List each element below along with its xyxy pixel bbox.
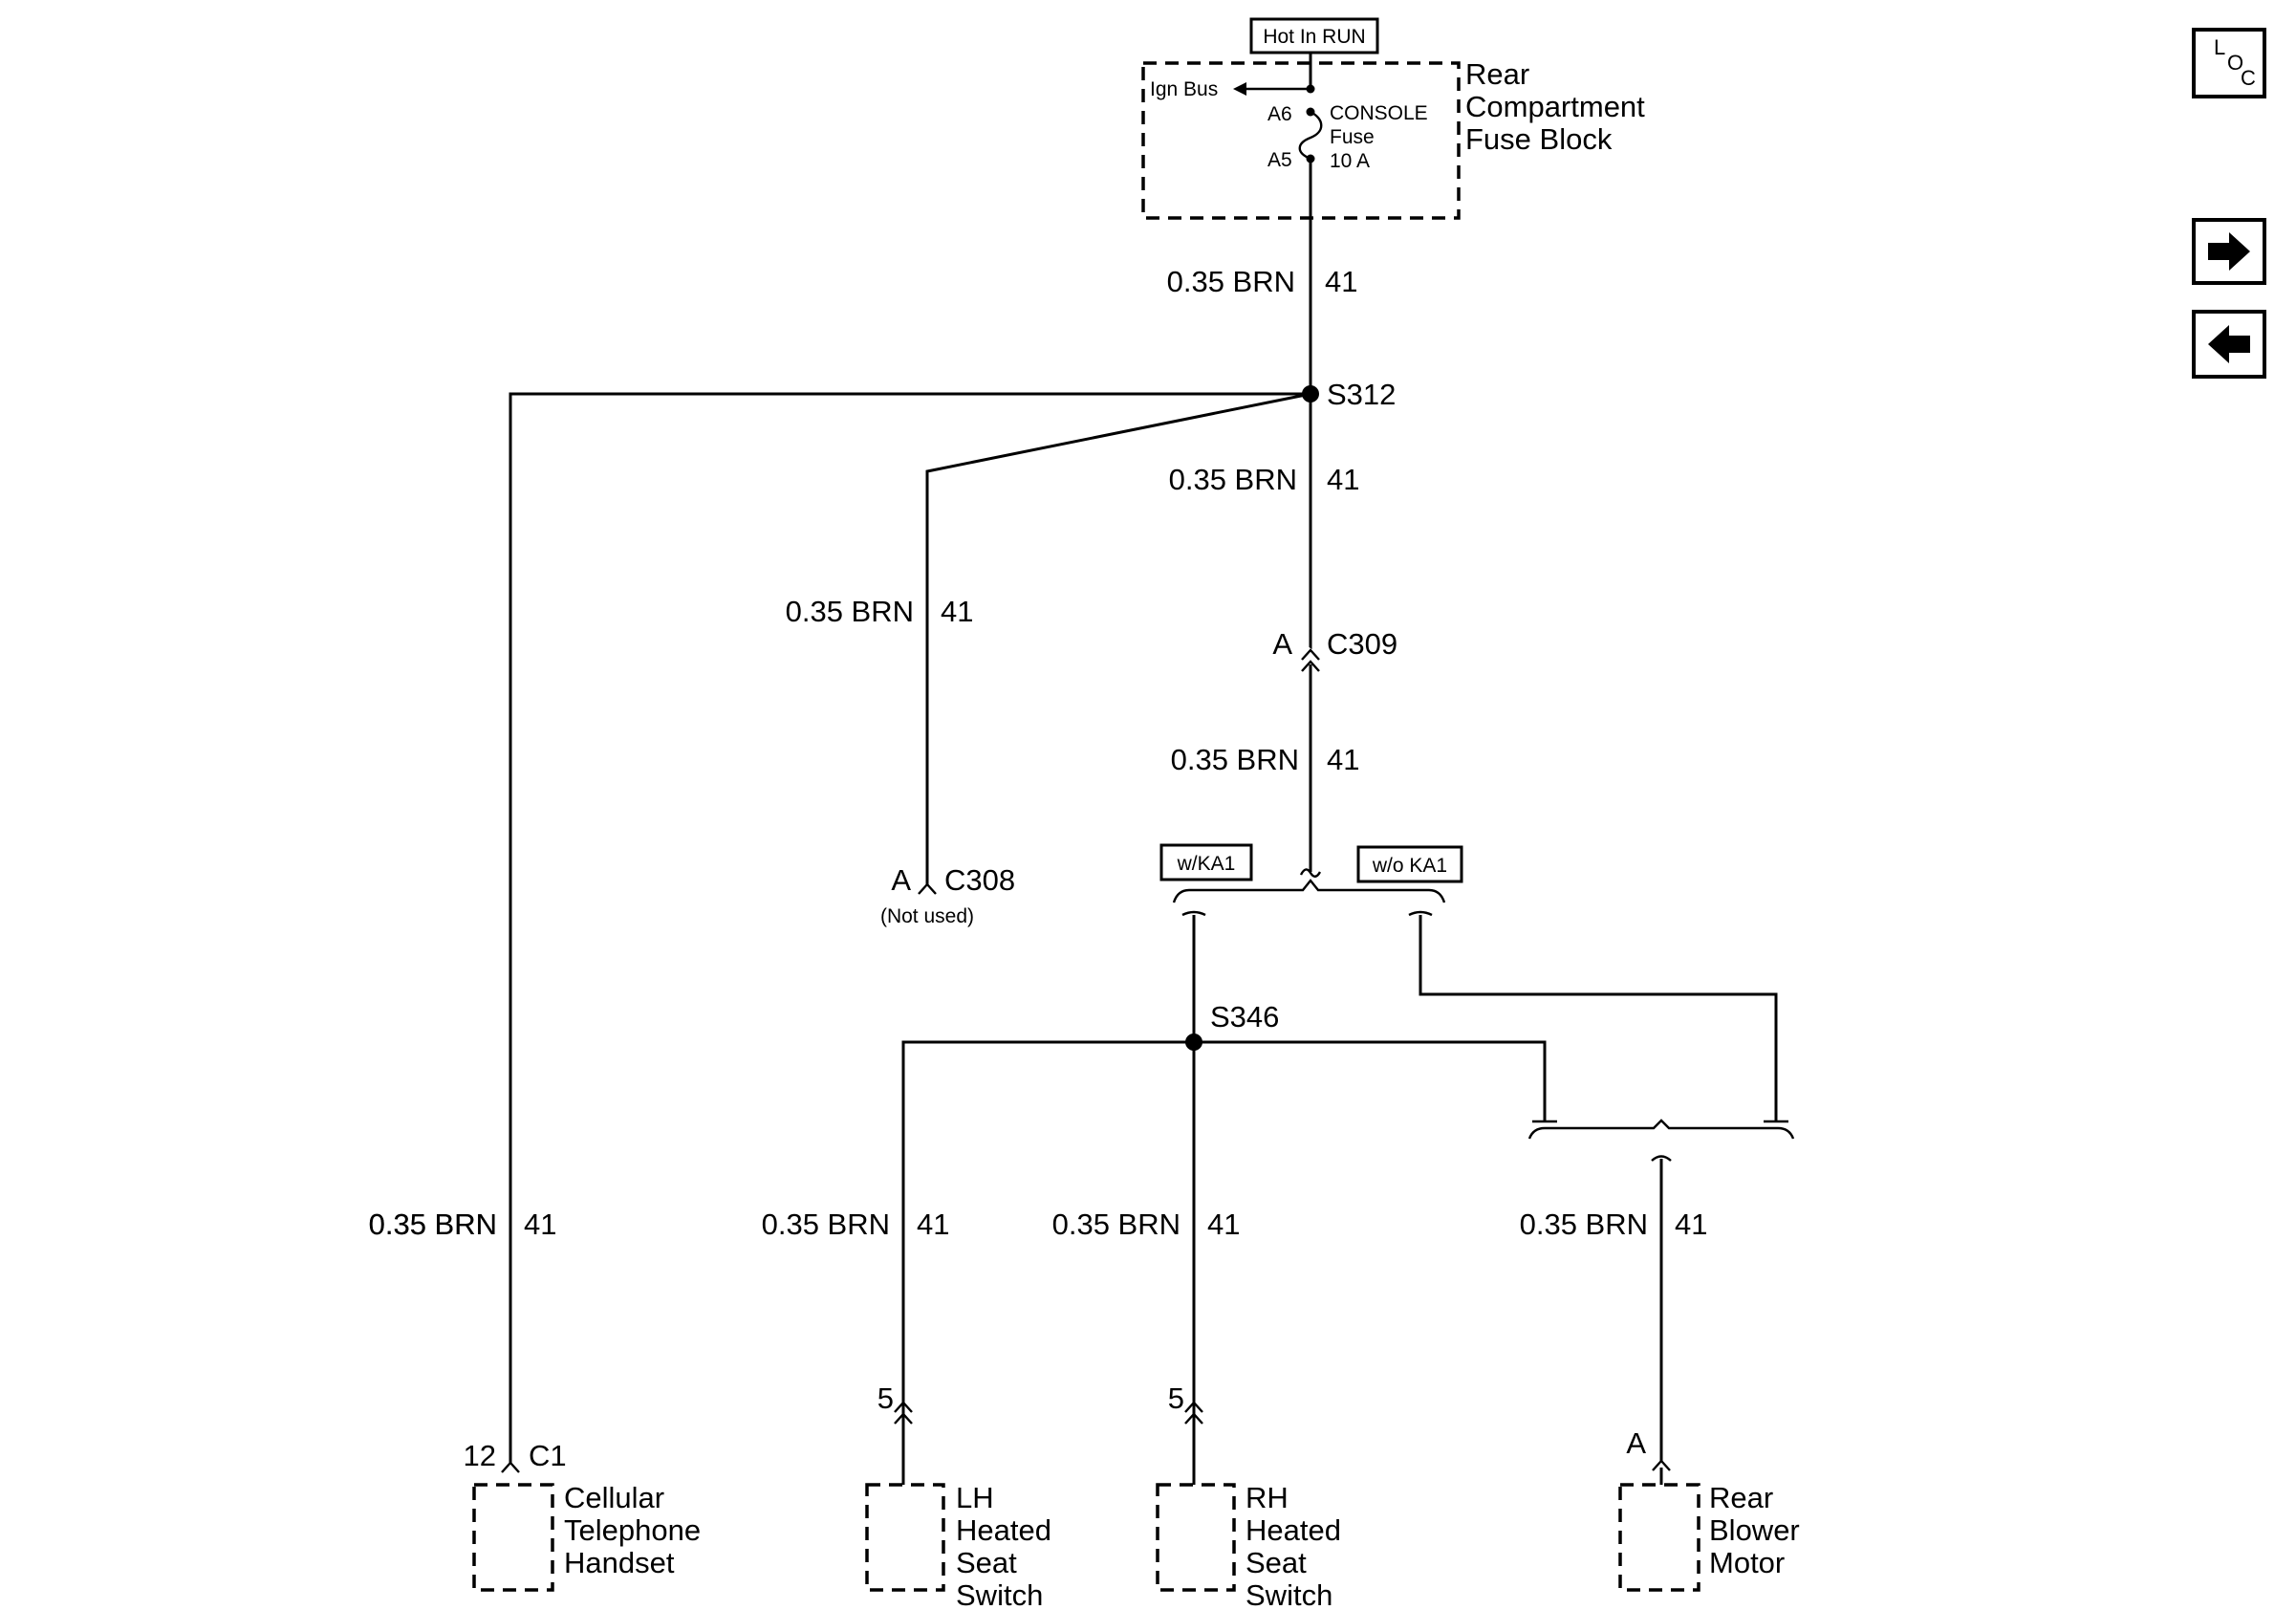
lh-seat-name-1: LH: [956, 1481, 994, 1514]
arrow-left-icon: [2208, 325, 2250, 363]
rh-seat-name-2: Heated: [1245, 1513, 1341, 1547]
blower-pin-label: A: [1626, 1426, 1646, 1460]
c308-note-label: (Not used): [880, 905, 974, 927]
pin-a5-label: A5: [1267, 149, 1292, 171]
rear-compartment-fuse-block: Rear Compartment Fuse Block Ign Bus A6 A…: [1141, 53, 1645, 220]
cellular-name-3: Handset: [564, 1546, 675, 1579]
branch-c308-wire: 0.35 BRN 41 A C308 (Not used): [786, 392, 1311, 927]
hot-in-run-label: Hot In RUN: [1249, 17, 1379, 54]
wka1-path-wire: S346: [1185, 915, 1279, 1051]
lh-seat-name-2: Heated: [956, 1513, 1051, 1547]
splice-s312-label: S312: [1327, 378, 1396, 411]
arrow-right-icon: [2208, 232, 2250, 271]
wire-label-gauge: 0.35 BRN: [1171, 743, 1299, 776]
fuse-name-line-3: 10 A: [1330, 150, 1370, 172]
branch-cellular-wire: 0.35 BRN 41: [369, 392, 1310, 1463]
previous-page-button[interactable]: [2192, 310, 2266, 379]
wire-label-gauge: 0.35 BRN: [369, 1208, 497, 1241]
c308-name-label: C308: [944, 863, 1015, 897]
lh-seat-name-3: Seat: [956, 1546, 1017, 1579]
component-lh-heated-seat-switch: 5 LH Heated Seat Switch: [865, 1382, 1051, 1610]
blower-selector: [1527, 1119, 1795, 1461]
wire-label-gauge: 0.35 BRN: [1520, 1208, 1648, 1241]
cellular-pin-label: 12: [464, 1439, 496, 1472]
wire-label-circuit: 41: [524, 1208, 556, 1241]
rh-seat-name-1: RH: [1245, 1481, 1289, 1514]
fuse-name-line-1: CONSOLE: [1330, 102, 1428, 124]
wire-label-circuit: 41: [941, 595, 973, 628]
wire-label-gauge: 0.35 BRN: [786, 595, 914, 628]
option-without-ka1: w/o KA1: [1372, 855, 1447, 877]
c309-pin-label: A: [1272, 627, 1292, 661]
loc-letter-o: O: [2227, 51, 2243, 75]
next-page-button[interactable]: [2192, 218, 2266, 285]
wire-label-gauge: 0.35 BRN: [369, 1208, 497, 1241]
cellular-name-1: Cellular: [564, 1481, 664, 1514]
wire-label-circuit: 41: [1327, 463, 1359, 496]
wire-label-circuit: 41: [1325, 265, 1357, 298]
ign-bus-label: Ign Bus: [1150, 78, 1218, 100]
pin-a6-label: A6: [1267, 103, 1292, 125]
fuse-block-name-2: Compartment: [1465, 90, 1645, 123]
component-rear-blower-motor: A Rear Blower Motor: [1618, 1426, 1800, 1592]
connector-c308: [918, 882, 937, 895]
component-cellular-telephone-handset: 12 C1 Cellular Telephone Handset: [464, 1439, 701, 1592]
wire-label-gauge: 0.35 BRN: [1169, 463, 1297, 496]
option-with-ka1: w/KA1: [1177, 853, 1236, 875]
wire-label-gauge: 0.35 BRN: [762, 1208, 890, 1241]
rh-seat-name-3: Seat: [1245, 1546, 1307, 1579]
blower-name-3: Motor: [1709, 1546, 1785, 1579]
wire-label-gauge: 0.35 BRN: [1167, 265, 1295, 298]
connector-c309: A C309: [1272, 627, 1397, 672]
wire-label-gauge: 0.35 BRN: [1052, 1208, 1180, 1241]
fuse-block-name-1: Rear: [1465, 57, 1529, 91]
location-button[interactable]: L O C: [2192, 28, 2266, 98]
c309-name-label: C309: [1327, 627, 1397, 661]
fuse-block-name-3: Fuse Block: [1465, 122, 1613, 156]
hot-in-run-text: Hot In RUN: [1263, 26, 1365, 48]
loc-letter-l: L: [2214, 35, 2225, 59]
wire-label-circuit: 41: [1327, 743, 1359, 776]
ign-bus-arrow-icon: [1233, 82, 1246, 96]
wire-label-circuit: 41: [917, 1208, 949, 1241]
blower-name-2: Blower: [1709, 1513, 1800, 1547]
wire-label-circuit: 41: [1207, 1208, 1240, 1241]
lh-seat-pin-label: 5: [877, 1382, 894, 1415]
s346-branches: [901, 1040, 1547, 1463]
fuse-name-line-2: Fuse: [1330, 126, 1375, 148]
wo-ka1-path-wire: [1419, 915, 1778, 1121]
rh-seat-pin-label: 5: [1168, 1382, 1184, 1415]
lh-seat-name-4: Switch: [956, 1578, 1043, 1610]
cellular-name-2: Telephone: [564, 1513, 701, 1547]
wire-label-circuit: 41: [1675, 1208, 1707, 1241]
blower-name-1: Rear: [1709, 1481, 1773, 1514]
loc-letter-c: C: [2241, 66, 2256, 90]
cellular-connector-label: C1: [529, 1439, 567, 1472]
splice-s346-label: S346: [1210, 1000, 1279, 1033]
fuse-symbol-icon: [1298, 110, 1323, 161]
component-rh-heated-seat-switch: 5 RH Heated Seat Switch: [1156, 1382, 1341, 1610]
option-selector: w/KA1 w/o KA1: [1159, 843, 1463, 917]
rh-seat-name-4: Switch: [1245, 1578, 1332, 1610]
c308-pin-label: A: [891, 863, 911, 897]
main-trunk-wire: 0.35 BRN 41 S312 0.35 BRN 41 A C309 0.35…: [1167, 218, 1397, 872]
